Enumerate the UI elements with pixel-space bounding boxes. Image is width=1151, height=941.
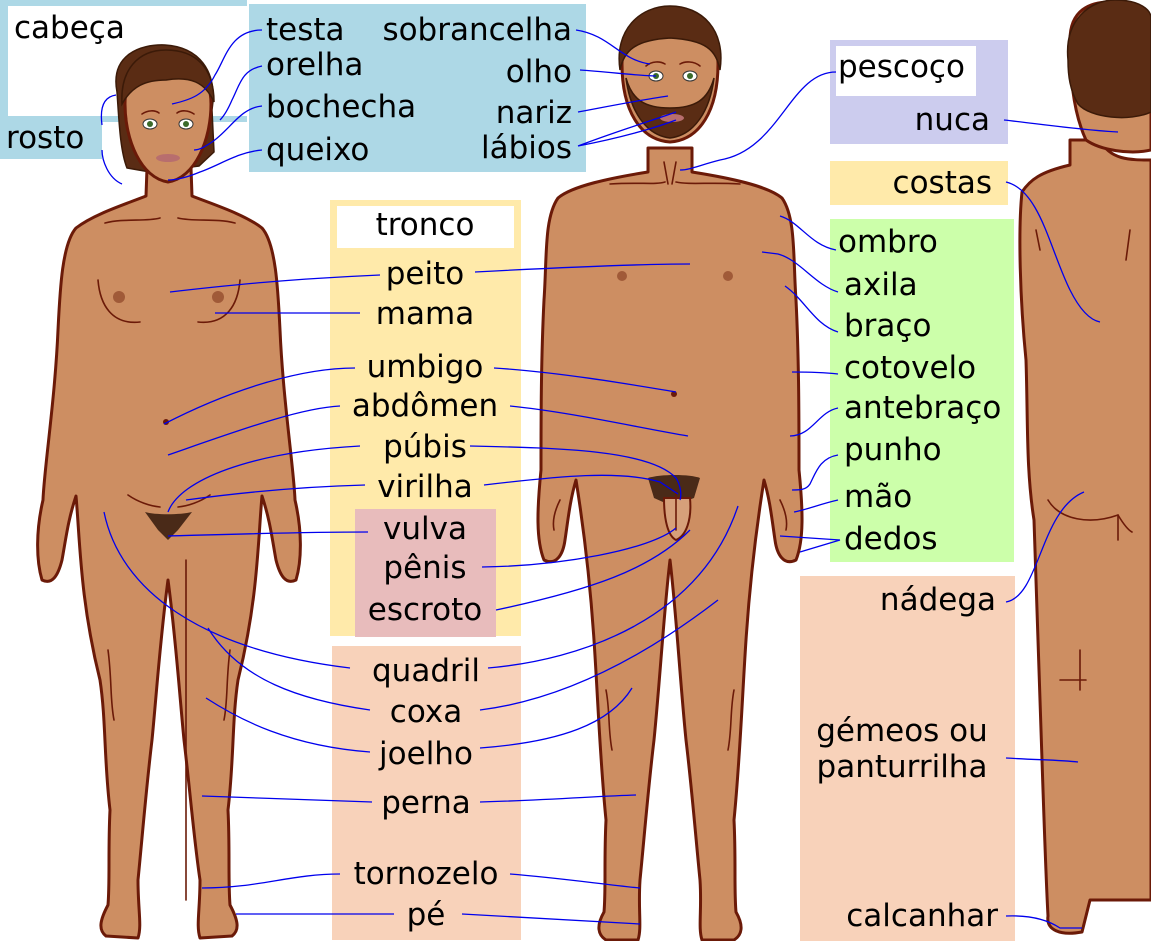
label-mama: mama [376,296,474,332]
lower-limb-panel-left [332,646,521,940]
label-antebraco: antebraço [844,390,1001,426]
neck-group-box [836,46,976,96]
label-olho: olho [506,54,572,90]
label-ombro: ombro [838,224,938,260]
label-axila: axila [844,267,918,303]
label-testa: testa [266,12,345,48]
label-umbigo: umbigo [367,349,484,385]
label-gemeos-line2: panturrilha [817,749,988,785]
group-label-trunk: tronco [376,207,475,243]
head-terms-panel [249,4,586,172]
label-punho: punho [844,432,942,468]
label-orelha: orelha [266,47,363,83]
label-sobrancelha: sobrancelha [382,12,572,48]
label-queixo: queixo [266,132,369,168]
label-nuca: nuca [915,102,990,138]
label-tornozelo: tornozelo [354,856,499,892]
label-joelho: joelho [378,736,473,772]
upper-limb-panel [830,219,1014,562]
label-panels [0,0,1015,941]
label-abdomen: abdômen [352,388,498,424]
male-figure [536,5,804,941]
label-nadega: nádega [880,582,996,618]
label-pe: pé [407,897,446,933]
face-panel [0,117,102,159]
group-label-neck: pescoço [838,49,965,85]
label-perna: perna [381,785,471,821]
label-cotovelo: cotovelo [844,350,976,386]
label-costas: costas [893,165,992,201]
label-bochecha: bochecha [266,89,416,125]
label-vulva: vulva [383,511,467,547]
label-mao: mão [844,479,912,515]
label-coxa: coxa [390,694,462,730]
label-penis: pênis [383,550,466,586]
genital-panel [355,509,496,637]
label-calcanhar: calcanhar [846,898,998,934]
label-escroto: escroto [368,592,482,628]
label-quadril: quadril [372,653,480,689]
back-figure [1018,0,1151,935]
label-dedos: dedos [844,521,938,557]
label-braco: braço [844,308,931,344]
label-pubis: púbis [383,429,467,465]
text-labels: cabeça rosto testa orelha bochecha queix… [6,10,1001,934]
lower-limb-panel-right [800,576,1015,941]
trunk-group-box [337,206,514,248]
label-labios: lábios [481,130,572,166]
group-label-face: rosto [6,120,84,156]
group-label-head: cabeça [14,10,125,46]
label-gemeos-line1: gémeos ou [816,713,988,749]
leader-lines [100,29,1119,929]
label-virilha: virilha [377,469,473,505]
back-panel [830,161,1008,205]
label-peito: peito [386,256,464,292]
female-figure [36,44,302,940]
label-nariz: nariz [496,95,572,131]
